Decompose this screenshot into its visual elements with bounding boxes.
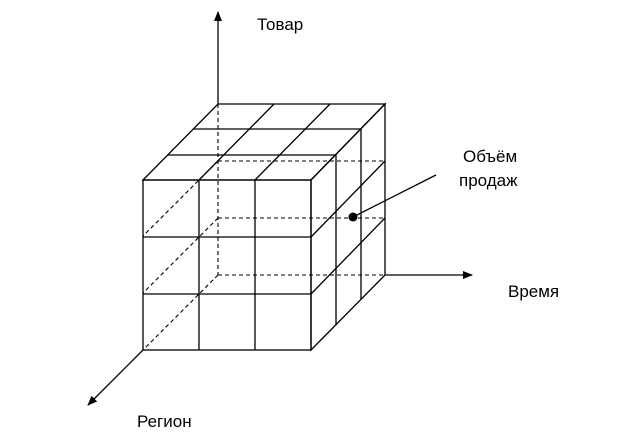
region-axis-arrow <box>87 349 144 406</box>
top-grid-line <box>198 103 275 181</box>
right-grid-line <box>310 217 386 295</box>
annotation-line-1: Объём <box>463 147 517 166</box>
sales-volume-pointer <box>348 174 437 222</box>
right-face-outline <box>310 102 386 352</box>
product-axis-label: Товар <box>257 15 303 34</box>
region-axis-label: Регион <box>137 412 192 431</box>
axes <box>87 11 473 406</box>
pointer-line <box>352 174 437 218</box>
right-grid-line <box>310 160 386 238</box>
top-grid-line <box>254 103 331 181</box>
data-cell-dot <box>348 212 358 222</box>
time-axis-label: Время <box>508 282 559 301</box>
right-face <box>310 102 386 352</box>
annotation-line-2: продаж <box>459 171 518 190</box>
hidden-depth-edge <box>142 274 219 351</box>
hidden-depth-edge <box>142 217 219 294</box>
